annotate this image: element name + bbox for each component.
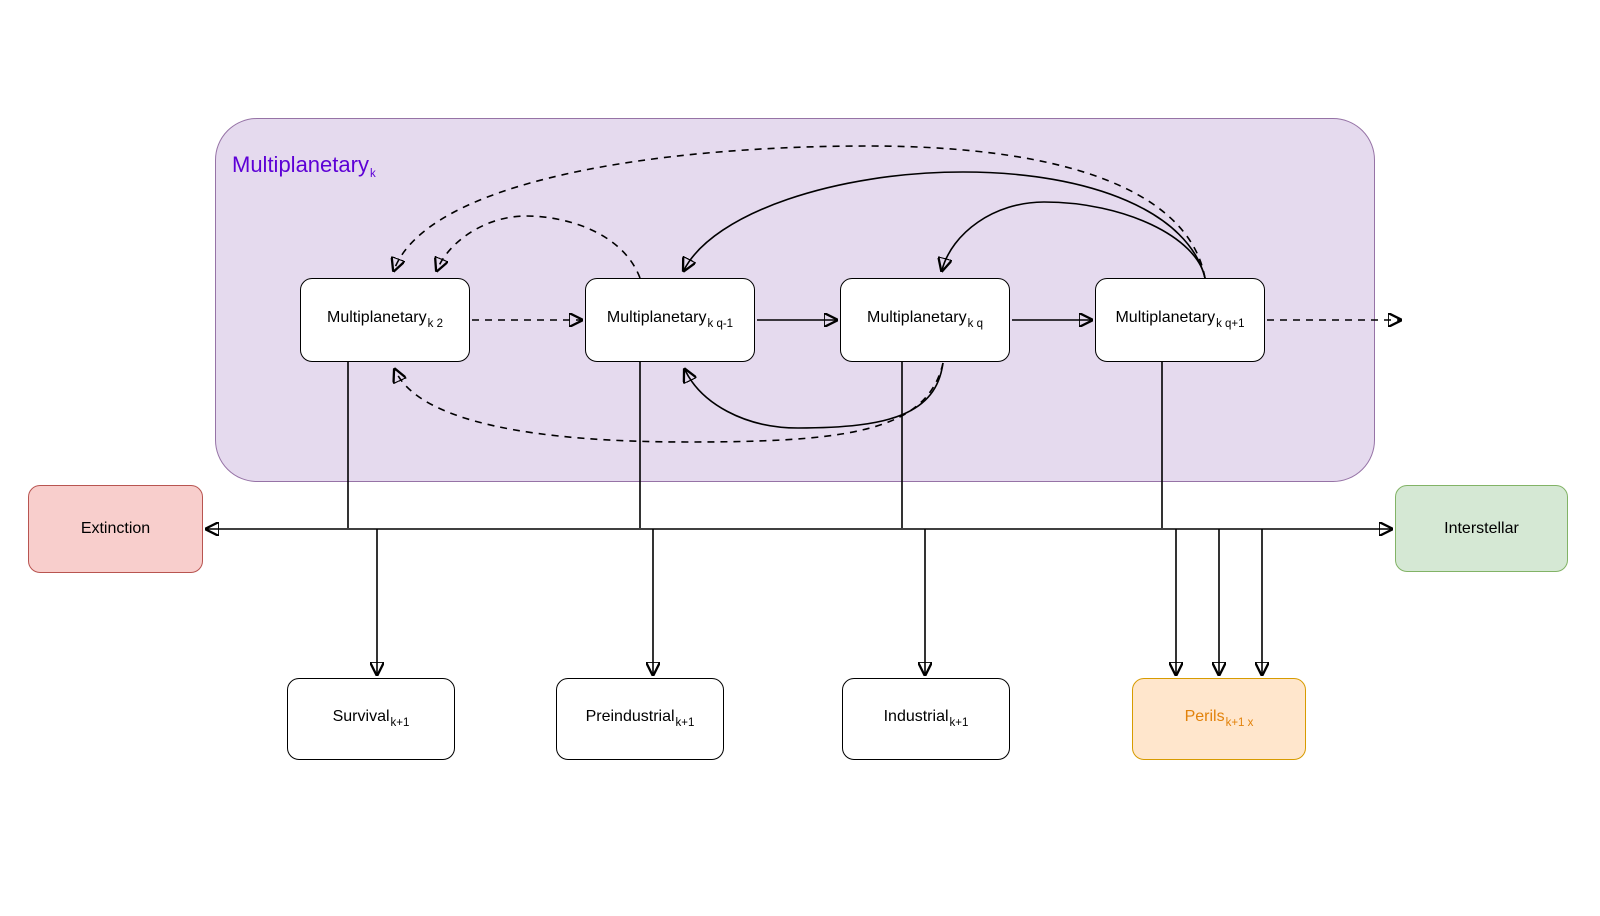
- node-label: Survivalk+1: [333, 707, 410, 731]
- label-subscript: k q: [967, 318, 983, 331]
- container-label-subscript: k: [369, 168, 376, 180]
- node-multiplanetary-kq+1: Multiplanetaryk q+1: [1095, 278, 1265, 362]
- container-label-text: Multiplanetary: [232, 152, 369, 177]
- multiplanetary-container-label: Multiplanetaryk: [232, 152, 376, 180]
- label-subscript: k+1: [390, 717, 410, 730]
- edge-bottom-arc-mq-to-m2-dashed: [395, 362, 944, 443]
- node-multiplanetary-kq: Multiplanetaryk q: [840, 278, 1010, 362]
- node-label: Preindustrialk+1: [586, 707, 695, 731]
- node-label: Extinction: [80, 520, 151, 538]
- node-label: Multiplanetaryk 2: [327, 308, 443, 332]
- node-label: Multiplanetaryk q: [867, 308, 983, 332]
- label-text: Perils: [1184, 708, 1225, 726]
- label-text: Survival: [332, 708, 390, 726]
- node-perils: Perilsk+1 x: [1132, 678, 1306, 760]
- label-text: Multiplanetary: [606, 309, 707, 327]
- label-subscript: k 2: [427, 318, 443, 331]
- edge-top-arc-mq-plus-to-mq: [942, 201, 1206, 279]
- edge-top-arc-mq-plus-to-m2-dashed: [394, 145, 1206, 279]
- label-subscript: k q+1: [1216, 318, 1245, 331]
- node-label: Industrialk+1: [884, 707, 969, 731]
- node-preindustrial: Preindustrialk+1: [556, 678, 724, 760]
- label-text: Multiplanetary: [1115, 309, 1216, 327]
- edge-top-arc-mq-plus-to-mq-minus: [684, 171, 1206, 279]
- label-text: Multiplanetary: [327, 309, 427, 327]
- node-interstellar: Interstellar: [1395, 485, 1568, 572]
- node-label: Multiplanetaryk q+1: [1115, 308, 1244, 332]
- node-multiplanetary-kq-1: Multiplanetaryk q-1: [585, 278, 755, 362]
- node-industrial: Industrialk+1: [842, 678, 1010, 760]
- label-subscript: k+1: [949, 717, 969, 730]
- node-label: Multiplanetaryk q-1: [607, 308, 733, 332]
- label-text: Preindustrial: [585, 708, 675, 726]
- label-text: Industrial: [883, 708, 949, 726]
- edge-bottom-arc-mq-to-mq-minus: [685, 362, 944, 429]
- node-label: Interstellar: [1444, 519, 1519, 537]
- node-extinction: Extinction: [28, 485, 203, 573]
- label-text: Multiplanetary: [867, 309, 967, 327]
- node-label: Perilsk+1 x: [1185, 707, 1254, 731]
- label-subscript: k+1 x: [1225, 717, 1254, 730]
- node-multiplanetary-k2: Multiplanetaryk 2: [300, 278, 470, 362]
- node-survival: Survivalk+1: [287, 678, 455, 760]
- edge-top-arc-mq-minus-to-m2-dashed: [437, 215, 641, 279]
- label-subscript: k+1: [675, 717, 695, 730]
- label-subscript: k q-1: [707, 318, 734, 331]
